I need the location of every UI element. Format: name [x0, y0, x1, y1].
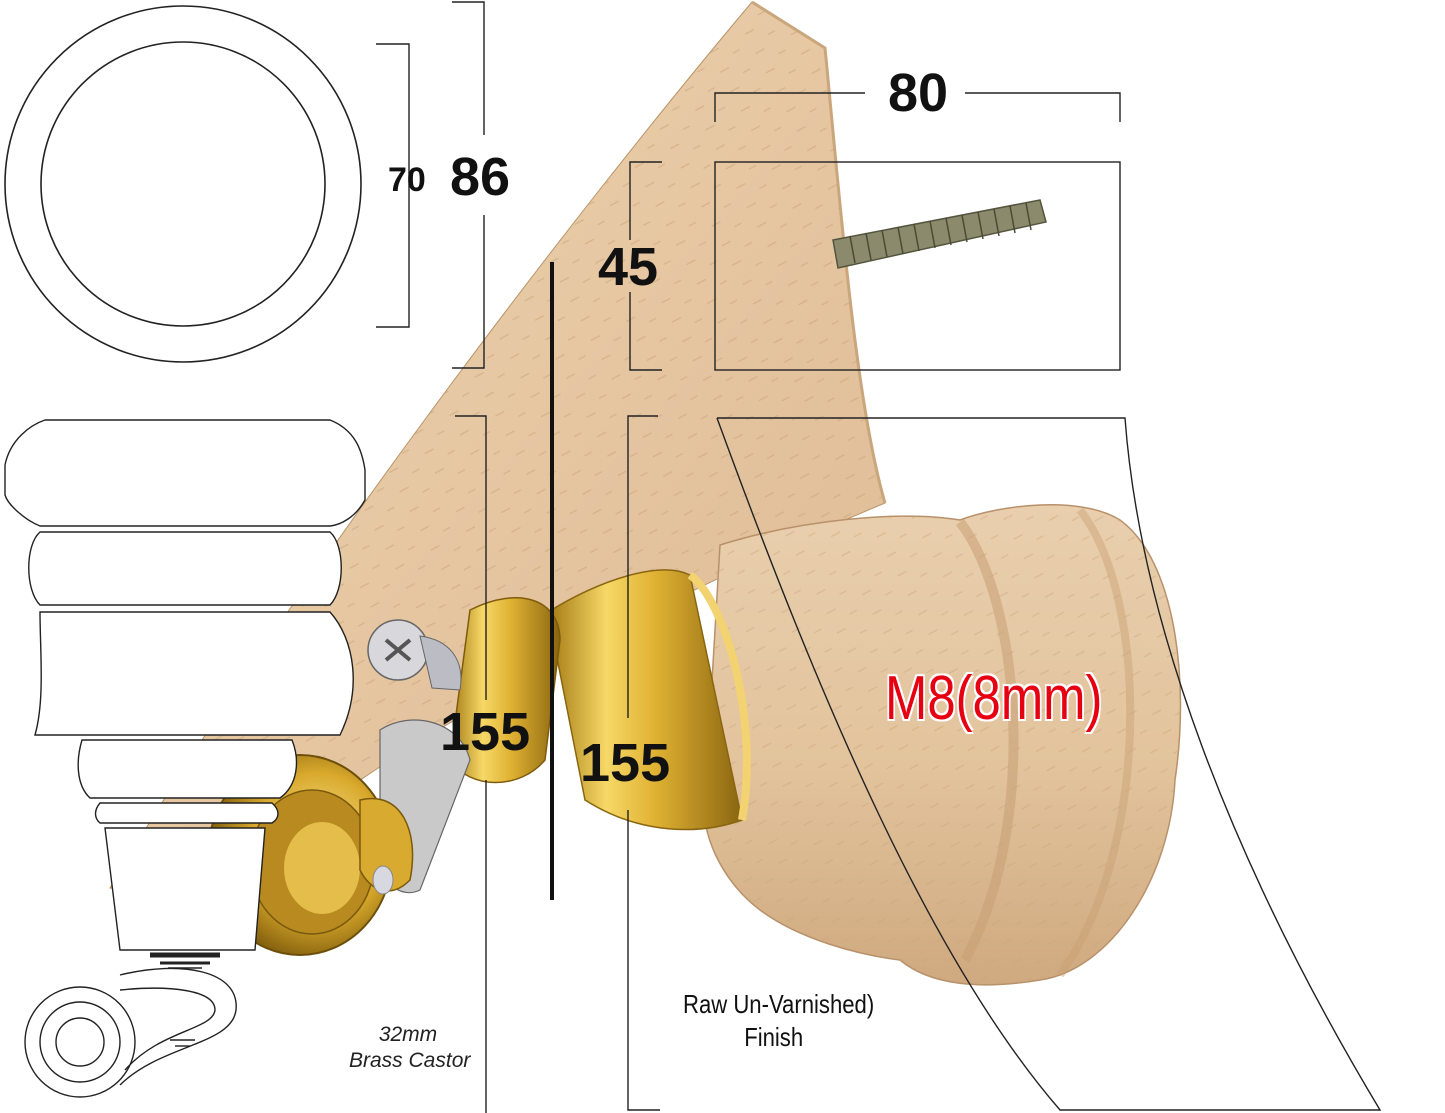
threaded-bolt: [832, 199, 1047, 269]
castor-profile-drawing: [24, 952, 237, 1098]
leg-height-left-dimension-label: 155: [440, 702, 531, 762]
brass-ferrule: [547, 569, 751, 831]
plate-height-dimension-label: 45: [598, 237, 659, 297]
inner-diameter-dimension-label: 70: [388, 161, 426, 199]
castor-type-text: Brass Castor: [349, 1049, 471, 1073]
finish-label-line-1: Raw Un-Varnished): [683, 989, 875, 1019]
dimension-lines: [376, 1, 1382, 1113]
outer-diameter-dimension-label: 86: [450, 147, 511, 207]
castor-size-text: 32mm: [378, 1023, 438, 1046]
castor-label: 32mm Brass Castor: [349, 1022, 471, 1075]
wooden-leg: [703, 504, 1182, 986]
top-view-ring: [4, 5, 362, 363]
thread-size-label: M8(8mm): [885, 664, 1103, 733]
leg-profile-drawing: [4, 419, 366, 951]
leg-height-right-dimension-label: 155: [580, 733, 671, 793]
finish-label-line-2: Finish: [744, 1021, 804, 1052]
width-dimension-label: 80: [888, 63, 949, 123]
finish-label: Raw Un-Varnished) Finish: [683, 988, 874, 1053]
